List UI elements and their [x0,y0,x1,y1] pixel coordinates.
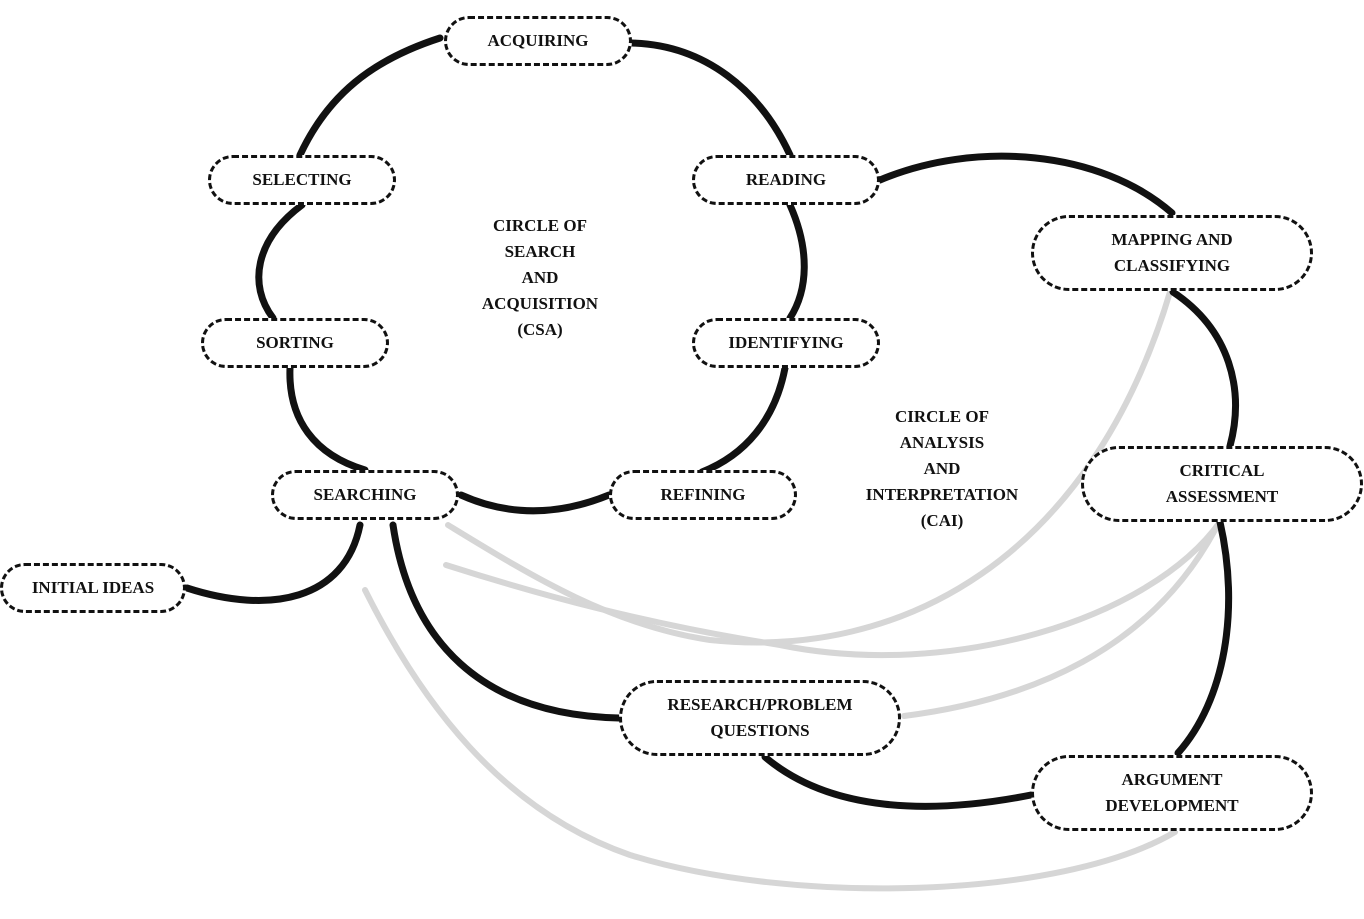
node-research-problem-questions: RESEARCH/PROBLEM QUESTIONS [619,680,901,756]
arrow-searching-to-sorting [286,364,369,474]
arrow-critical-to-argument [1174,518,1233,757]
arrow-sorting-to-selecting [255,201,306,322]
feedback-critical-to-research [901,527,1218,719]
node-searching: SEARCHING [271,470,459,520]
node-identifying: IDENTIFYING [692,318,880,368]
arrow-identifying-to-refining [698,364,789,476]
node-mapping-and-classifying: MAPPING AND CLASSIFYING [1031,215,1313,291]
feedback-arrows [362,289,1223,892]
circle-label-cai: CIRCLE OF ANALYSIS AND INTERPRETATION (C… [865,407,1019,530]
main-arrows [183,34,1239,810]
node-initial-ideas: INITIAL IDEAS [0,563,186,613]
circle-label-csa: CIRCLE OF SEARCH AND ACQUISITION (CSA) [481,216,599,339]
node-reading: READING [692,155,880,205]
node-acquiring: ACQUIRING [444,16,632,66]
arrow-mapping-to-critical [1169,288,1239,450]
node-critical-assessment: CRITICAL ASSESSMENT [1081,446,1363,522]
arrow-initial-to-searching [183,521,364,604]
node-selecting: SELECTING [208,155,396,205]
node-argument-development: ARGUMENT DEVELOPMENT [1031,755,1313,831]
arrow-research-to-searching [389,521,623,722]
feedback-argument-to-searching [362,587,1178,892]
node-refining: REFINING [609,470,797,520]
arrow-selecting-to-acquiring [296,34,444,159]
arrow-refining-to-searching [457,491,613,515]
arrow-reading-to-identifying [786,201,808,322]
arrow-reading-to-mapping [876,152,1176,217]
arrow-acquiring-to-reading [628,39,794,159]
feedback-critical-to-searching [443,519,1223,658]
arrow-argument-to-research [761,753,1035,810]
node-sorting: SORTING [201,318,389,368]
